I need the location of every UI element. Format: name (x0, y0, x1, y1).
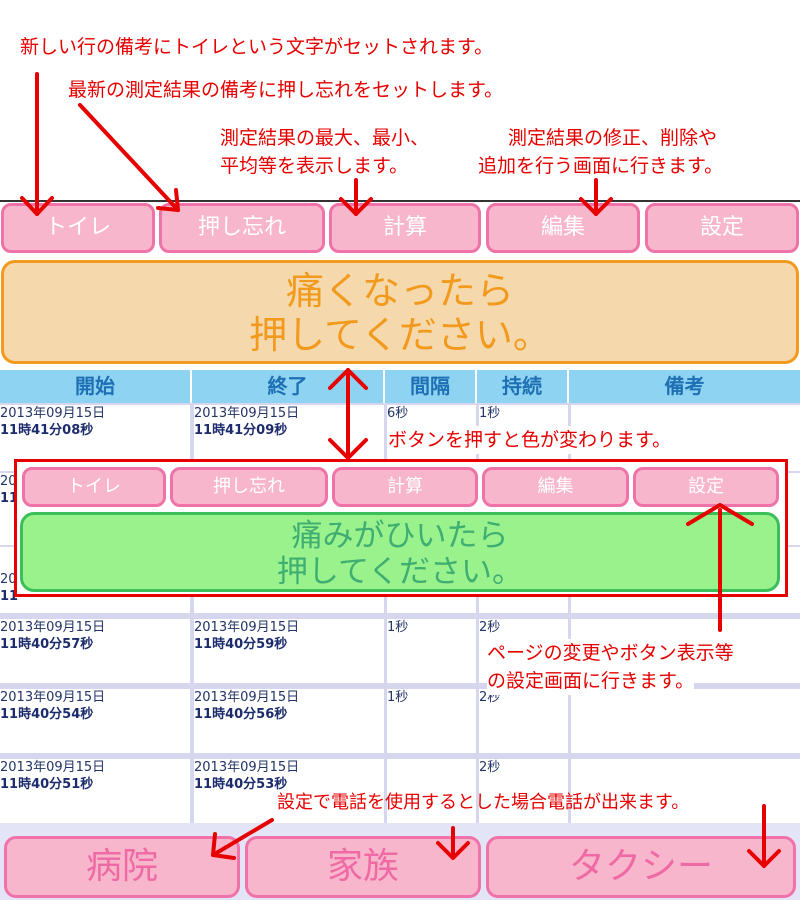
top-divider (0, 200, 800, 202)
pain-start-button[interactable]: 痛くなったら 押してください。 (1, 260, 799, 364)
header-interval: 間隔 (385, 370, 477, 403)
header-end: 終了 (192, 370, 385, 403)
annotation-calc-2: 平均等を表示します。 (220, 155, 409, 177)
inset-toilet-button[interactable]: トイレ (22, 467, 166, 507)
annotation-phone: 設定で電話を使用するとした場合電話が出来ます。 (277, 792, 690, 813)
inset-settings-button[interactable]: 設定 (633, 467, 779, 507)
pain-stop-label-1: 痛みがひいたら (291, 518, 509, 554)
annotation-color-change: ボタンを押すと色が変わります。 (388, 426, 672, 454)
header-notes: 備考 (569, 370, 800, 403)
annotation-settings-2: の設定画面に行きます。 (487, 667, 695, 695)
pain-stop-label-2: 押してください。 (276, 554, 524, 590)
pain-start-label-1: 痛くなったら (285, 269, 514, 313)
toilet-button[interactable]: トイレ (1, 203, 155, 253)
annotation-forgot: 最新の測定結果の備考に押し忘れをセットします。 (68, 79, 504, 101)
header-start: 開始 (0, 370, 192, 403)
annotation-edit-2: 追加を行う画面に行きます。 (478, 155, 724, 177)
annotation-edit-1: 測定結果の修正、削除や (508, 127, 718, 149)
hospital-call-button[interactable]: 病院 (4, 836, 240, 898)
inset-forgot-button[interactable]: 押し忘れ (170, 467, 328, 507)
family-call-button[interactable]: 家族 (245, 836, 481, 898)
pain-stop-button[interactable]: 痛みがひいたら 押してください。 (20, 512, 780, 592)
forgot-button[interactable]: 押し忘れ (159, 203, 325, 253)
inset-edit-button[interactable]: 編集 (482, 467, 629, 507)
arrow-to-toilet-icon (20, 72, 54, 216)
arrow-to-forgot-icon (78, 103, 180, 212)
pain-start-label-2: 押してください。 (249, 313, 551, 357)
calc-button[interactable]: 計算 (329, 203, 481, 253)
inset-calc-button[interactable]: 計算 (332, 467, 478, 507)
annotation-toilet: 新しい行の備考にトイレという文字がセットされます。 (20, 36, 494, 58)
annotation-settings-1: ページの変更やボタン表示等 (487, 639, 734, 667)
header-duration: 持続 (477, 370, 569, 403)
edit-button[interactable]: 編集 (486, 203, 640, 253)
settings-button[interactable]: 設定 (645, 203, 799, 253)
annotation-calc-1: 測定結果の最大、最小、 (220, 127, 430, 149)
taxi-call-button[interactable]: タクシー (486, 836, 796, 898)
